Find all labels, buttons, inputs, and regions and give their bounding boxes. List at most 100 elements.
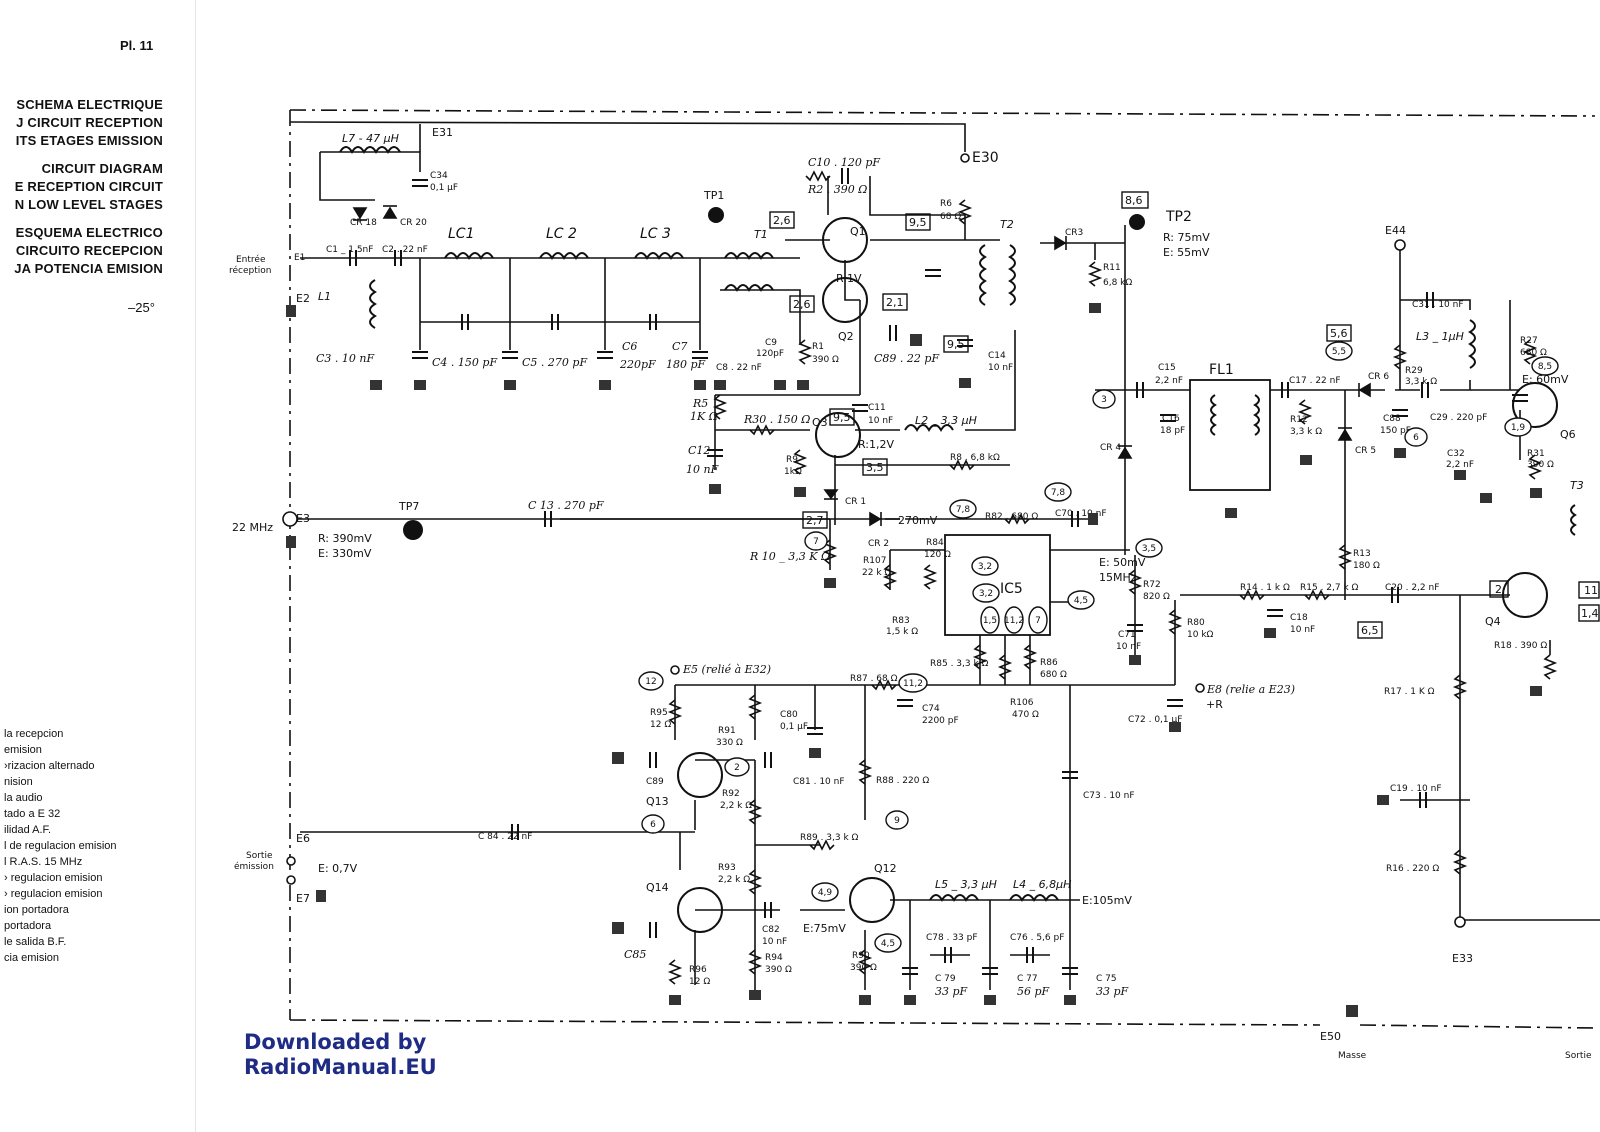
tp7-e-reading: E: 330mV	[318, 547, 372, 560]
boxed-value: 2,7	[806, 514, 824, 527]
boxed-value: 9,5	[947, 338, 965, 351]
t3-label: T3	[1570, 479, 1584, 492]
circled-value: 4,5	[1074, 596, 1088, 606]
comp-label: 12 Ω	[650, 720, 671, 730]
comp-label: C2 . 22 nF	[382, 245, 428, 255]
e50mv-reading: E: 50mV	[1099, 556, 1146, 569]
legend-item: l R.A.S. 15 MHz	[4, 856, 83, 868]
comp-label: R94	[765, 953, 783, 963]
entree-label-1: Entrée	[236, 254, 266, 265]
boxed-value: 9,5	[833, 411, 851, 424]
comp-label: 120pF	[756, 349, 784, 359]
comp-label: 2,2 k Ω	[718, 875, 750, 885]
plus-r-label: +R	[1206, 698, 1223, 711]
diodes	[352, 205, 1371, 527]
comp-label: C 13 . 270 pF	[528, 499, 604, 512]
legend-item: portadora	[4, 920, 52, 932]
comp-label: 680 Ω	[1520, 348, 1547, 358]
legend-item: nision	[4, 776, 33, 788]
comp-label: R15 . 2,7 k Ω	[1300, 583, 1359, 593]
comp-label: 10 nF	[1290, 625, 1315, 635]
inductor-labels: L7 - 47 μH L1 LC1 LC 2 LC 3 T1 T2 L2 _ 3…	[318, 132, 1584, 891]
boxed-value: 2,6	[773, 214, 791, 227]
circled-value: 7	[813, 537, 819, 547]
comp-label: 33 pF	[1096, 985, 1129, 998]
mv270-reading: 270mV	[898, 514, 938, 527]
comp-label: C3 . 10 nF	[316, 352, 374, 365]
comp-label: R5	[692, 397, 708, 410]
comp-label: R84	[926, 538, 944, 548]
legend-item: tado a E 32	[4, 808, 61, 820]
comp-label: C15	[1158, 363, 1176, 373]
transistors	[677, 217, 1558, 933]
comp-label: R6	[940, 199, 952, 209]
e33-label: E33	[1452, 952, 1473, 965]
comp-label: C5 . 270 pF	[522, 356, 587, 369]
ic5-label: IC5	[1000, 581, 1023, 597]
e105mv-reading: E:105mV	[1082, 894, 1132, 907]
comp-label: 33 pF	[935, 985, 968, 998]
t1-label: T1	[754, 228, 768, 241]
title-es-1: ESQUEMA ELECTRICO	[15, 225, 163, 240]
q6-symbol	[1512, 382, 1558, 428]
boxed-value: 2,6	[793, 298, 811, 311]
comp-label: 150 pF	[1380, 426, 1411, 436]
comp-label: 6,8 kΩ	[1103, 278, 1132, 288]
boxed-value: 6,5	[1361, 624, 1379, 637]
e7-label: E7	[296, 892, 310, 905]
title-en-3: N LOW LEVEL STAGES	[14, 197, 163, 212]
l4-label: L4 _ 6,8μH	[1013, 878, 1071, 891]
comp-label: C85	[624, 948, 646, 961]
comp-label: C17 . 22 nF	[1289, 376, 1341, 386]
l3-label: L3 _ 1μH	[1416, 330, 1464, 343]
comp-label: C74	[922, 704, 940, 714]
comp-label: R14 . 1 k Ω	[1240, 583, 1290, 593]
comp-label: C4 . 150 pF	[432, 356, 497, 369]
boxed-value: 9,5	[909, 216, 927, 229]
comp-label: R30 . 150 Ω	[743, 413, 810, 426]
q4-label: Q4	[1485, 615, 1501, 628]
comp-label: R80	[1187, 618, 1205, 628]
boxed-value: 2	[1495, 583, 1502, 596]
boxed-value: 11	[1584, 584, 1598, 597]
circuit-diagram: E31 E30 E1 E2 E3 E44 E5 (relié à E32) E6…	[229, 109, 1600, 1061]
comp-label: C18	[1290, 613, 1308, 623]
q3-reading: R:1,2V	[858, 438, 895, 451]
q3-symbol	[815, 412, 861, 458]
tp2-r-reading: R: 75mV	[1163, 231, 1210, 244]
comp-label: 22 k Ω	[862, 568, 891, 578]
tp7-marker	[403, 520, 423, 540]
comp-label: 0,1 μF	[780, 722, 808, 732]
comp-label: R29	[1405, 366, 1423, 376]
circled-value: 2	[734, 763, 740, 773]
e2-label: E2	[296, 292, 310, 305]
l2-label: L2 _ 3,3 μH	[915, 414, 977, 427]
q1-label: Q1	[850, 225, 866, 238]
diode-labels: CR 18 CR 20 CR3 CR 1 CR 2 CR 4 CR 5 CR 6	[350, 218, 1389, 549]
circled-value: 5,5	[1332, 347, 1346, 357]
comp-label: C78 . 33 pF	[926, 933, 978, 943]
comp-label: 10 nF	[988, 363, 1013, 373]
q6-label: Q6	[1560, 428, 1576, 441]
comp-label: C 75	[1096, 974, 1117, 984]
component-values-right: C31 . 10 nF R27 680 Ω R29 3,3 k Ω C88 15…	[1240, 300, 1554, 874]
q1-reading: R:1V	[836, 272, 862, 285]
comp-label: 10 nF	[868, 416, 893, 426]
circled-value: 6	[650, 820, 656, 830]
comp-label: R106	[1010, 698, 1034, 708]
terminal-circles	[282, 153, 1466, 928]
angle-note: –25°	[128, 300, 155, 315]
comp-label: R2 . 390 Ω	[807, 183, 867, 196]
legend-item: › regulacion emision	[4, 872, 103, 884]
comp-label: 0,1 μF	[430, 183, 458, 193]
comp-label: C16	[1162, 414, 1180, 424]
circled-value: 1,9	[1511, 423, 1526, 433]
comp-label: 220pF	[619, 358, 656, 371]
voltage-readings: R:1V R:1,2V 270mV E: 50mV 15MHz E: 60mV …	[318, 272, 1569, 935]
download-watermark: Downloaded by RadioManual.EU	[244, 1030, 437, 1080]
diode-label: CR 6	[1368, 372, 1389, 382]
circled-value: 8,5	[1538, 362, 1552, 372]
circled-value: 7,8	[1051, 488, 1066, 498]
title-en-1: CIRCUIT DIAGRAM	[41, 161, 163, 176]
q14-label: Q14	[646, 881, 669, 894]
